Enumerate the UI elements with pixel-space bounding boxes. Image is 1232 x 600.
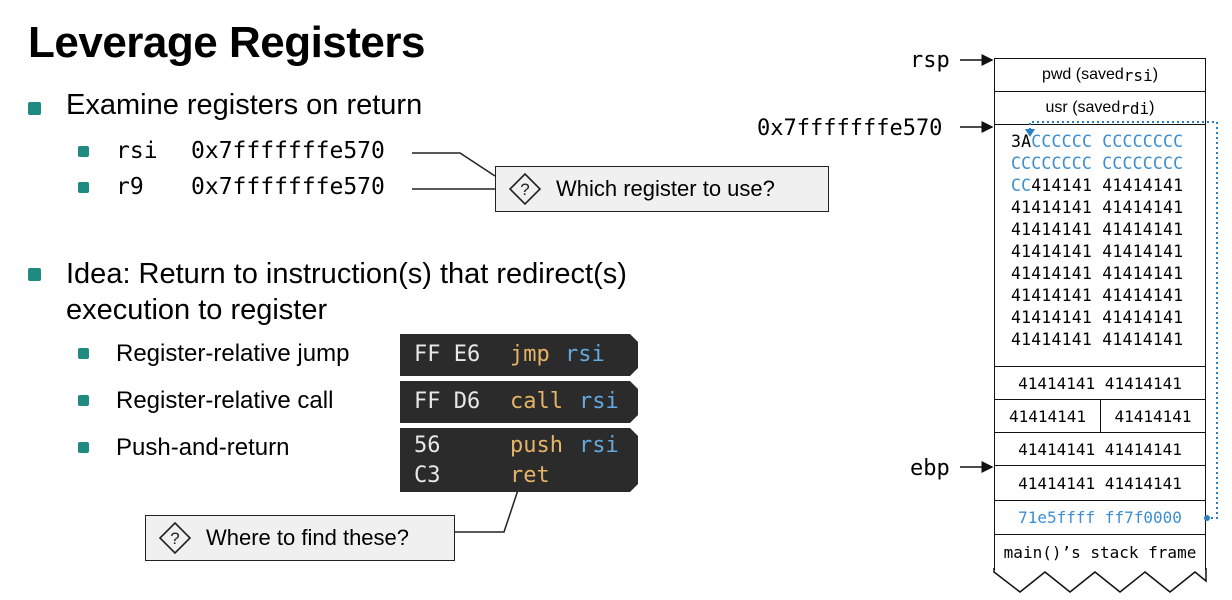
stack-cell: 41414141 41414141 — [994, 366, 1206, 400]
cell-text: usr (saved — [1045, 99, 1121, 116]
stack-cell-usr: usr (saved rdi) — [994, 91, 1206, 125]
code-bytes: C3 — [414, 463, 441, 488]
code-opcode: ret — [510, 463, 550, 488]
code-opcode: push — [510, 433, 563, 458]
code-box-push-ret: 56 push rsi C3 ret — [400, 428, 638, 492]
bullet-marker — [28, 268, 41, 281]
ebp-label: ebp — [910, 456, 950, 481]
cell-text: main()’s stack frame — [1003, 543, 1197, 562]
buffer-line: 41414141 41414141 — [1011, 286, 1183, 305]
buffer-segment: 414141 41414141 — [1031, 176, 1184, 195]
buffer-line: CCCCCCCC CCCCCCCC — [1011, 154, 1183, 173]
cell-text: pwd (saved — [1041, 66, 1124, 83]
svg-text:?: ? — [520, 180, 529, 199]
code-box-jmp: FF E6 jmp rsi — [400, 334, 638, 376]
address-label: 0x7fffffffe570 — [757, 116, 943, 141]
technique-call-label: Register-relative call — [116, 387, 334, 414]
code-bytes: FF E6 — [414, 342, 481, 367]
svg-text:?: ? — [170, 529, 179, 548]
buffer-line: 41414141 41414141 — [1011, 198, 1183, 217]
buffer-line: 41414141 41414141 — [1011, 330, 1183, 349]
cell-text: ) — [1149, 99, 1155, 116]
sub-bullet-marker — [78, 182, 89, 193]
buffer-line: 41414141 41414141 — [1011, 220, 1183, 239]
code-opcode: call — [510, 389, 563, 414]
buffer-segment: 41414141 41414141 — [1011, 330, 1184, 349]
buffer-segment: 41414141 41414141 — [1011, 264, 1184, 283]
buffer-line: 41414141 41414141 — [1011, 242, 1183, 261]
cell-right: 41414141 — [1114, 406, 1192, 426]
where-callout-text: Where to find these? — [206, 525, 410, 550]
buffer-segment: 41414141 41414141 — [1011, 220, 1184, 239]
sub-bullet-marker — [78, 146, 89, 157]
buffer-segment: 41414141 41414141 — [1011, 198, 1184, 217]
register-name-r9: r9 — [116, 174, 144, 200]
question-diamond-icon: ? — [508, 172, 542, 206]
buffer-line: 41414141 41414141 — [1011, 308, 1183, 327]
buffer-line: 41414141 41414141 — [1011, 264, 1183, 283]
cell-register: rsi — [1123, 65, 1153, 85]
bullet-idea-line2: execution to register — [66, 294, 328, 326]
code-bytes: FF D6 — [414, 389, 481, 414]
cell-text: ) — [1152, 66, 1159, 83]
sub-bullet-marker — [78, 442, 89, 453]
cell-register: rdi — [1120, 98, 1150, 118]
code-register: rsi — [565, 342, 605, 367]
stack-cell-main-frame: main()’s stack frame — [994, 534, 1206, 570]
stack-cell-return-address: 71e5ffff ff7f0000 — [994, 500, 1206, 535]
buffer-segment: CCCCCCCC CCCCCCCC — [1011, 154, 1184, 173]
stack-cell-split: 41414141 41414141 — [994, 399, 1206, 433]
where-to-find-callout: ? Where to find these? — [145, 515, 455, 561]
question-diamond-icon: ? — [158, 521, 192, 555]
bullet-examine: Examine registers on return — [66, 89, 423, 121]
buffer-segment: 41414141 41414141 — [1011, 308, 1184, 327]
buffer-segment: CCCCCC CCCCCCCC — [1031, 132, 1184, 151]
bullet-idea-line1: Idea: Return to instruction(s) that redi… — [66, 258, 627, 290]
stack-cell: 41414141 41414141 — [994, 432, 1206, 466]
stack-cell-pwd: pwd (saved rsi) — [994, 58, 1206, 92]
buffer-line: 3ACCCCCC CCCCCCCC — [1011, 132, 1183, 151]
cell-left: 41414141 — [995, 400, 1101, 432]
buffer-segment: 3A — [1011, 132, 1032, 151]
code-register: rsi — [579, 433, 619, 458]
which-callout-text: Which register to use? — [556, 176, 775, 201]
which-register-callout: ? Which register to use? — [495, 166, 829, 212]
technique-jump-label: Register-relative jump — [116, 340, 350, 367]
buffer-segment: CC — [1011, 176, 1032, 195]
stack-buffer — [994, 124, 1206, 367]
register-value-rsi: 0x7fffffffe570 — [191, 138, 385, 164]
code-opcode: jmp — [510, 342, 550, 367]
sub-bullet-marker — [78, 348, 89, 359]
technique-push-label: Push-and-return — [116, 434, 290, 461]
page-title: Leverage Registers — [28, 18, 426, 67]
code-box-call: FF D6 call rsi — [400, 381, 638, 423]
rsp-label: rsp — [910, 48, 950, 73]
stack-cell-ebp: 41414141 41414141 — [994, 465, 1206, 501]
bullet-marker — [28, 102, 41, 115]
register-value-r9: 0x7fffffffe570 — [191, 174, 385, 200]
sub-bullet-marker — [78, 395, 89, 406]
buffer-segment: 41414141 41414141 — [1011, 242, 1184, 261]
code-bytes: 56 — [414, 433, 441, 458]
buffer-line: CC414141 41414141 — [1011, 176, 1183, 195]
code-register: rsi — [579, 389, 619, 414]
register-name-rsi: rsi — [116, 138, 158, 164]
buffer-segment: 41414141 41414141 — [1011, 286, 1184, 305]
